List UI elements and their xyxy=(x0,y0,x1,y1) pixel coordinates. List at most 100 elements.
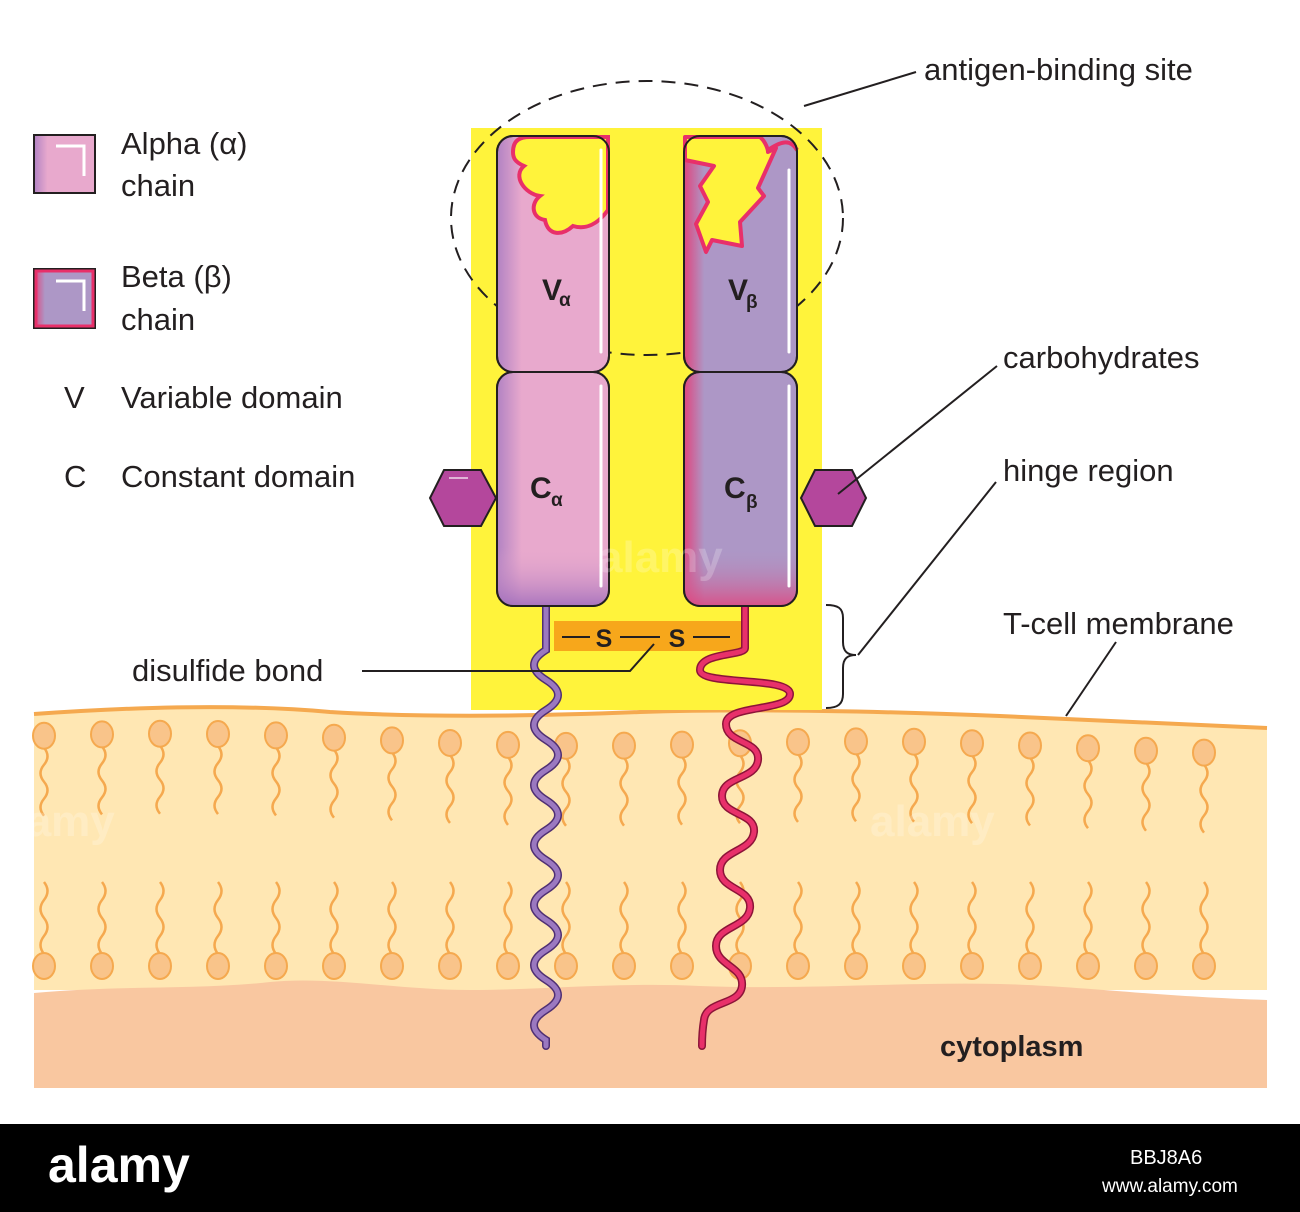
sulfur-2: S xyxy=(669,625,686,653)
lipid-head-upper xyxy=(612,731,636,760)
lipid-tail-lower xyxy=(155,881,165,955)
legend-v-text: Variable domain xyxy=(121,380,343,415)
cytoplasm-label: cytoplasm xyxy=(940,1031,1083,1063)
lipid-head-lower xyxy=(148,952,172,980)
lipid-head-upper xyxy=(1076,734,1100,763)
lipid-tail-upper xyxy=(213,745,223,815)
legend-c-text: Constant domain xyxy=(121,459,355,494)
c-beta-subscript: β xyxy=(746,492,758,513)
lipid-head-upper xyxy=(380,726,404,755)
watermark-2: alamy xyxy=(0,797,115,846)
cytoplasm-region xyxy=(34,980,1267,1088)
lipid-tail-lower xyxy=(329,881,339,955)
lipid-tail-lower xyxy=(677,881,687,955)
c-beta-letter: C xyxy=(724,472,746,505)
antigen-binding-site-outline xyxy=(450,80,844,356)
lipid-tail-upper xyxy=(387,751,397,822)
membrane-outer-line xyxy=(33,705,1268,730)
watermarks: alamy alamy alamy xyxy=(0,533,995,846)
lipid-tail-upper xyxy=(967,754,977,824)
lipid-tail-upper xyxy=(1025,756,1035,827)
lipid-head-lower xyxy=(438,952,462,980)
lipid-head-upper xyxy=(902,727,926,756)
lipid-head-upper xyxy=(960,729,984,758)
legend-c-letter: C xyxy=(64,459,86,494)
v-alpha-subscript: α xyxy=(559,290,571,311)
legend-alpha-swatch xyxy=(33,134,96,194)
hinge-region-bracket xyxy=(825,604,857,709)
lipid-tail-upper xyxy=(39,746,49,817)
lipid-head-upper xyxy=(1018,731,1042,760)
carbohydrate-alpha xyxy=(428,469,498,527)
carbohydrates-leader xyxy=(837,365,998,495)
carbohydrates-label: carbohydrates xyxy=(1003,340,1199,375)
lipid-tail-upper xyxy=(329,748,339,819)
lipid-tail-lower xyxy=(97,881,107,955)
lipid-head-upper xyxy=(1134,736,1158,765)
lipid-tail-lower xyxy=(445,881,455,955)
lipid-head-upper xyxy=(90,720,114,749)
lipid-head-lower xyxy=(1134,952,1158,980)
c-alpha-subscript: α xyxy=(551,490,563,511)
lipid-head-upper xyxy=(32,721,56,750)
lipid-tail-lower xyxy=(619,881,629,955)
lipid-head-lower xyxy=(902,952,926,980)
legend-beta-line2: chain xyxy=(121,302,195,337)
lipid-tail-lower xyxy=(793,881,803,955)
lipid-tail-lower xyxy=(271,881,281,955)
lipid-tail-lower xyxy=(1199,881,1209,955)
legend-v-letter: V xyxy=(64,380,85,415)
lipid-tail-upper xyxy=(503,756,513,826)
lipid-tail-lower xyxy=(387,881,397,955)
antigen-binding-site-label: antigen-binding site xyxy=(924,52,1193,87)
lipid-tail-lower xyxy=(909,881,919,955)
disulfide-leader xyxy=(362,643,655,672)
lipid-head-upper xyxy=(206,720,230,749)
lipid-tail-lower xyxy=(39,881,49,955)
lipid-head-upper xyxy=(496,730,520,759)
lipid-head-lower xyxy=(322,952,346,980)
lipid-head-lower xyxy=(380,952,404,980)
leader-lines xyxy=(362,71,1117,717)
lipid-tail-upper xyxy=(909,752,919,823)
lipid-tail-lower xyxy=(213,881,223,955)
lipid-tail-lower xyxy=(1083,881,1093,955)
sulfur-1: S xyxy=(596,625,613,653)
lipid-tail-lower xyxy=(561,881,571,955)
lipid-tail-upper xyxy=(1199,763,1209,834)
cell-membrane xyxy=(32,705,1268,1088)
lipid-head-lower xyxy=(1192,952,1216,980)
lipid-head-lower xyxy=(670,952,694,980)
legend-beta-line1: Beta (β) xyxy=(121,259,232,294)
lipid-head-lower xyxy=(32,952,56,980)
lipid-head-upper xyxy=(438,728,462,757)
lipid-head-lower xyxy=(496,952,520,980)
tcell-membrane-label: T-cell membrane xyxy=(1003,606,1234,641)
lipid-head-upper xyxy=(148,719,172,748)
watermark-1: alamy xyxy=(598,533,723,582)
lipid-tail-upper xyxy=(619,756,629,827)
hinge-region-label: hinge region xyxy=(1003,453,1174,488)
lipid-head-lower xyxy=(206,952,230,980)
v-beta-antigen-patch xyxy=(683,135,778,254)
lipid-tail-upper xyxy=(1083,759,1093,830)
lipid-tail-upper xyxy=(793,753,803,823)
lipid-tail-upper xyxy=(851,752,861,823)
disulfide-bond: S S xyxy=(554,621,744,653)
watermark-3: alamy xyxy=(870,797,995,846)
lipid-head-lower xyxy=(612,952,636,980)
footer-brand: alamy xyxy=(48,1137,190,1193)
lipid-tail-upper xyxy=(155,744,165,815)
alpha-chain-tail-fill xyxy=(531,601,561,1049)
footer-site: www.alamy.com xyxy=(1101,1176,1238,1197)
footer-image-code: BBJ8A6 xyxy=(1130,1147,1202,1169)
membrane-bilayer xyxy=(34,707,1267,990)
lipid-head-lower xyxy=(844,952,868,980)
lipid-tail-upper xyxy=(97,745,107,816)
footer-bar xyxy=(0,1124,1300,1212)
v-beta-letter: V xyxy=(728,274,748,307)
legend-alpha-line2: chain xyxy=(121,168,195,203)
lipid-head-upper xyxy=(1192,738,1216,767)
lipid-head-lower xyxy=(264,952,288,980)
